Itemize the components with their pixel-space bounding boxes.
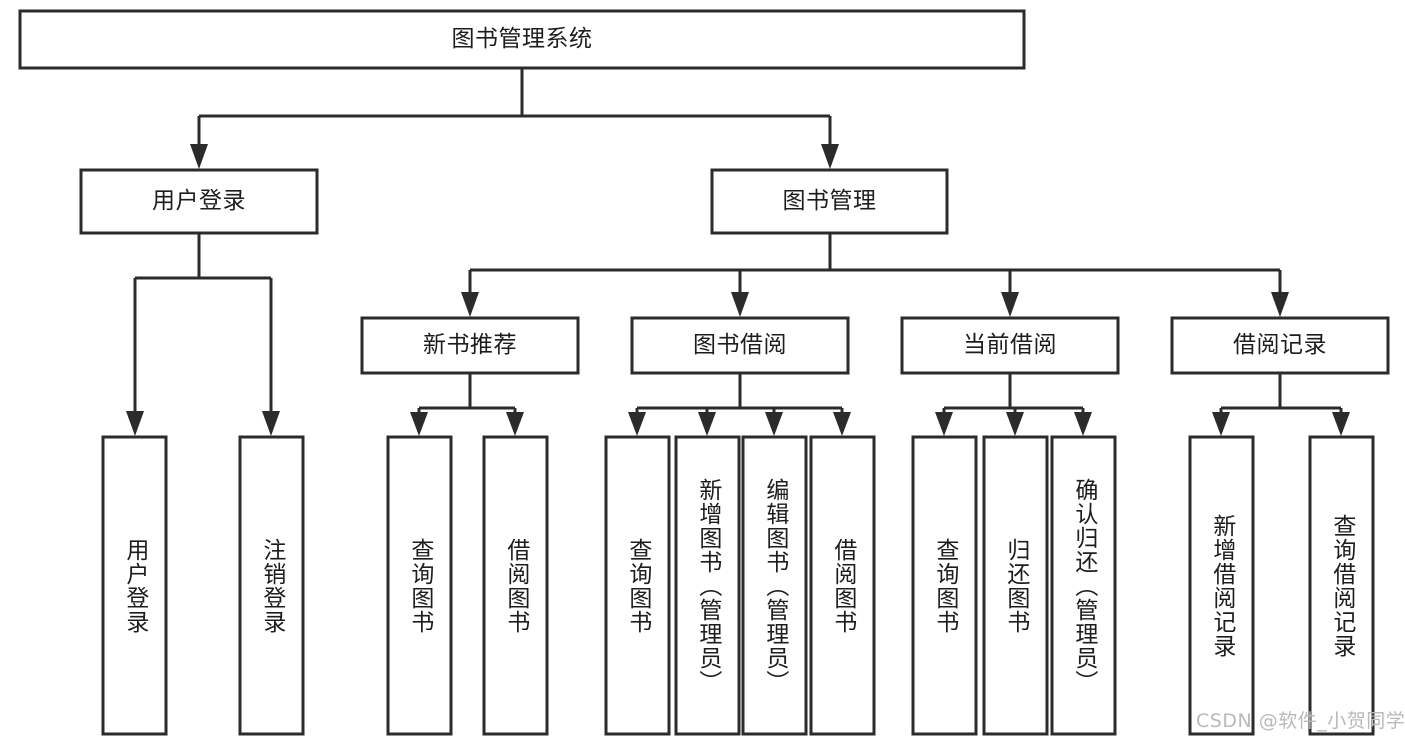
arrow-icon xyxy=(1001,292,1019,317)
arrow-icon xyxy=(190,144,208,169)
node-box-leaf-query-book-3[interactable] xyxy=(911,435,978,736)
arrow-icon xyxy=(126,411,144,436)
node-box-leaf-query-book-2[interactable] xyxy=(604,435,671,736)
connector-currentborrow-to-leaves xyxy=(935,373,1092,436)
node-box-leaf-confirm-return[interactable] xyxy=(1050,435,1117,736)
node-box-user-login[interactable] xyxy=(79,168,319,235)
node-box-leaf-return-book[interactable] xyxy=(982,435,1049,736)
arrow-icon xyxy=(506,412,524,436)
arrow-icon xyxy=(833,412,851,436)
node-box-new-book-rec[interactable] xyxy=(360,316,580,375)
arrow-icon xyxy=(765,412,783,436)
connector-root-to-level1 xyxy=(190,68,839,169)
arrow-icon xyxy=(262,411,280,436)
node-box-leaf-edit-book[interactable] xyxy=(741,435,808,736)
arrow-icon xyxy=(1271,292,1289,317)
arrow-icon xyxy=(1074,412,1092,436)
node-box-current-borrow[interactable] xyxy=(900,316,1120,375)
arrow-icon xyxy=(1212,412,1230,436)
node-box-leaf-add-book[interactable] xyxy=(674,435,741,736)
connector-borrowrecord-to-leaves xyxy=(1212,373,1350,436)
node-box-leaf-user-login[interactable] xyxy=(101,435,168,736)
arrow-icon xyxy=(628,412,646,436)
connector-userlogin-to-leaves xyxy=(126,233,280,436)
node-box-borrow-record[interactable] xyxy=(1170,316,1390,375)
arrow-icon xyxy=(731,292,749,317)
node-box-leaf-add-record[interactable] xyxy=(1188,435,1255,736)
arrow-icon xyxy=(461,292,479,317)
connector-bookborrow-to-leaves xyxy=(628,373,851,436)
arrow-icon xyxy=(410,412,428,436)
connector-newbookrec-to-leaves xyxy=(410,373,524,436)
arrow-icon xyxy=(1332,412,1350,436)
node-box-root[interactable] xyxy=(18,9,1026,70)
node-box-book-manage[interactable] xyxy=(710,168,949,235)
arrow-icon xyxy=(821,144,839,169)
arrow-icon xyxy=(1006,412,1024,436)
node-box-leaf-borrow-book-2[interactable] xyxy=(809,435,876,736)
csdn-watermark: CSDN @软件_小贺同学 xyxy=(1196,710,1405,732)
arrow-icon xyxy=(698,412,716,436)
connector-bookmanage-to-level2 xyxy=(461,233,1289,317)
node-box-leaf-logout[interactable] xyxy=(238,435,305,736)
arrow-icon xyxy=(935,412,953,436)
node-box-leaf-query-record[interactable] xyxy=(1308,435,1375,736)
node-box-book-borrow[interactable] xyxy=(630,316,850,375)
node-box-leaf-query-book-1[interactable] xyxy=(386,435,453,736)
node-box-leaf-borrow-book-1[interactable] xyxy=(482,435,549,736)
